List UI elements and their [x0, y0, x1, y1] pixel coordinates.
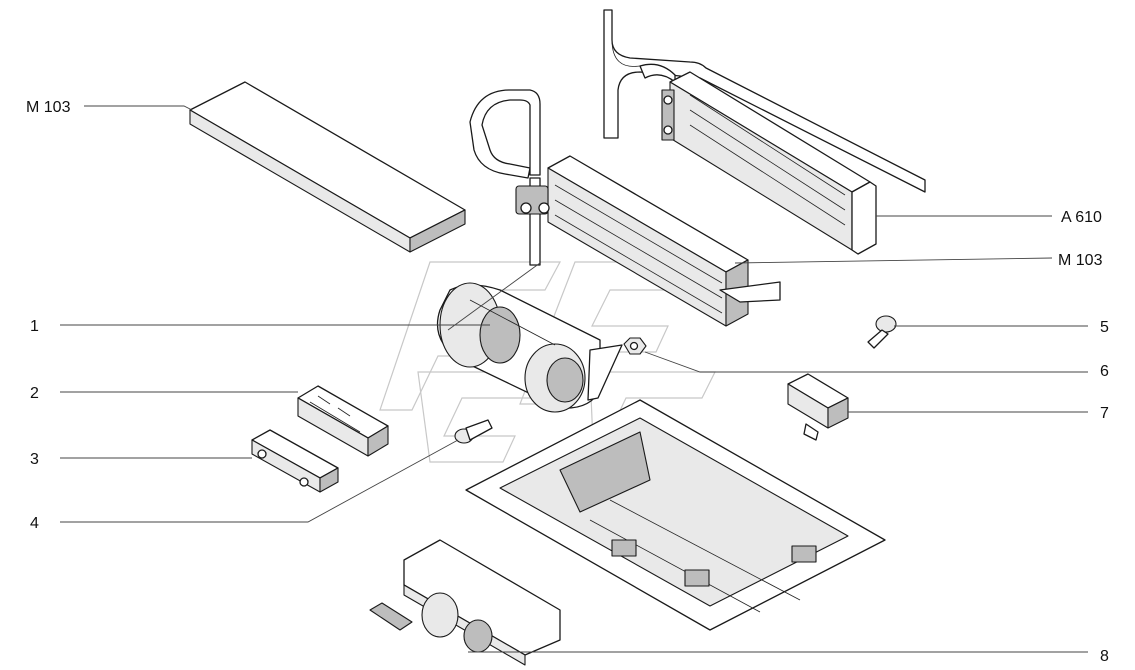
pipes-rear [603, 9, 926, 193]
callout-3: 3 [30, 451, 39, 468]
blower-fan-assembly [436, 282, 623, 413]
pipes-front [469, 89, 541, 266]
callout-labels: M 103 A 610 M 103 1 2 3 4 5 6 7 8 [26, 99, 1109, 665]
filter-block-top [189, 81, 466, 253]
switch-7 [787, 373, 849, 441]
heater-unit-complete [369, 539, 561, 666]
callout-m103-top: M 103 [26, 99, 71, 116]
callout-7: 7 [1100, 405, 1109, 422]
housing-tray [465, 399, 886, 631]
switch-cover [251, 429, 339, 493]
callout-4: 4 [30, 515, 39, 532]
heater-core [515, 155, 781, 327]
callout-5: 5 [1100, 319, 1109, 336]
resistor-housing [297, 385, 389, 457]
callout-a610: A 610 [1061, 209, 1102, 226]
radiator-a610 [661, 71, 877, 255]
callout-1: 1 [30, 318, 39, 335]
leader-lines [60, 105, 1088, 653]
screw-4 [454, 419, 493, 444]
nut-6 [623, 337, 647, 355]
screw-5 [867, 315, 897, 349]
callout-6: 6 [1100, 363, 1109, 380]
callout-8: 8 [1100, 648, 1109, 665]
callout-m103-right: M 103 [1058, 252, 1103, 269]
callout-2: 2 [30, 385, 39, 402]
